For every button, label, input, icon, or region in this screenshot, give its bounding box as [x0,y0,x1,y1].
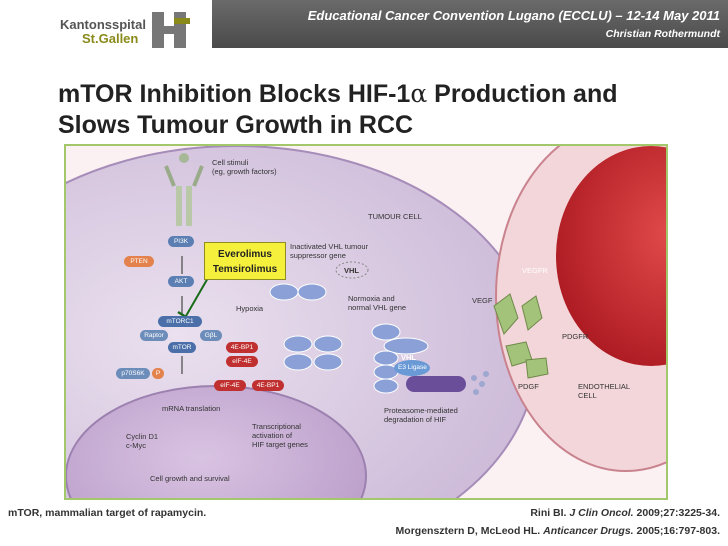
title-line1-pre: mTOR Inhibition Blocks HIF-1 [58,80,410,108]
label-normoxia: Normoxia and normal VHL gene [348,294,406,312]
label-vhl-inactivated: Inactivated VHL tumour suppressor gene [290,242,368,260]
hospital-logo-icon [146,8,202,50]
node-p70s6k: p70S6K [116,368,150,379]
label-vegf: VEGF [472,296,492,305]
node-gbl: GβL [200,330,222,341]
node-raptor: Raptor [140,330,168,341]
ref2-journal: Anticancer Drugs. [543,525,633,537]
header: Kantonsspital St.Gallen Educational Canc… [0,0,728,52]
label-hypoxia: Hypoxia [236,304,263,313]
pathway-figure: Cell stimuli (eg, growth factors) TUMOUR… [64,144,668,500]
node-4ebp1-a: 4E-BP1 [226,342,258,353]
ref1-authors: Rini BI. [530,507,569,519]
label-vegfr: VEGFR [522,266,548,275]
ref1-journal: J Clin Oncol. [569,507,633,519]
label-cyclin: Cyclin D1 c-Myc [126,432,158,450]
drug-callout-box: Everolimus Temsirolimus [204,242,286,280]
node-pi3k: PI3K [168,236,194,247]
title-line2: Slows Tumour Growth in RCC [58,111,413,139]
title-line1-post: Production and [427,80,617,108]
label-cell-stimuli-sub: (eg, growth factors) [212,167,277,176]
node-p70-phospho: P [152,368,164,379]
abbreviation-note: mTOR, mammalian target of rapamycin. [8,507,206,519]
label-vhl-top: VHL [344,266,359,275]
drug-temsirolimus: Temsirolimus [205,262,285,277]
slide-title: mTOR Inhibition Blocks HIF-1α Production… [58,78,718,141]
node-mtorc1: mTORC1 [158,316,202,327]
label-growth: Cell growth and survival [150,474,230,483]
conference-title: Educational Cancer Convention Lugano (EC… [308,8,720,23]
logo-line2: St.Gallen [60,32,146,46]
label-vhl-bound: VHL [401,353,416,362]
ref2-authors: Morgensztern D, McLeod HL. [396,525,544,537]
label-transcription: Transcriptional activation of HIF target… [252,422,308,449]
label-tumour-cell: TUMOUR CELL [368,212,422,221]
reference-1: Rini BI. J Clin Oncol. 2009;27:3225-34. [530,507,720,519]
ref2-details: 2005;16:797-803. [634,525,720,537]
node-pten: PTEN [124,256,154,267]
node-eif4e-b: eIF-4E [214,380,246,391]
node-mtor: mTOR [168,342,196,353]
node-eif4e-a: eIF-4E [226,356,258,367]
label-pdgf: PDGF [518,382,539,391]
label-endothelial: ENDOTHELIAL CELL [578,382,630,400]
label-e3-ligase: E3 Ligase [398,363,427,372]
node-akt: AKT [168,276,194,287]
reference-2: Morgensztern D, McLeod HL. Anticancer Dr… [396,525,720,537]
label-pdgfr: PDGFR [562,332,588,341]
logo-line1: Kantonsspital [60,18,146,32]
title-alpha: α [410,79,427,108]
ref1-details: 2009;27:3225-34. [634,507,720,519]
node-4ebp1-b: 4E-BP1 [252,380,284,391]
label-cell-stimuli: Cell stimuli [212,158,248,167]
label-proteasome: Proteasome-mediated degradation of HIF [384,406,458,424]
hospital-logo-text: Kantonsspital St.Gallen [60,18,146,46]
conference-banner: Educational Cancer Convention Lugano (EC… [212,0,728,48]
drug-everolimus: Everolimus [205,247,285,262]
label-mrna: mRNA translation [162,404,220,413]
speaker-name: Christian Rothermundt [606,28,720,40]
